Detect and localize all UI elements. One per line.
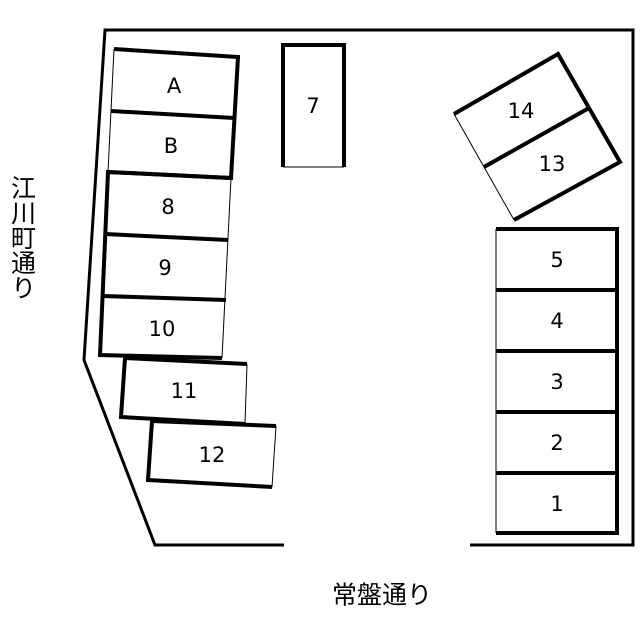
stall-label-9: 9 [158, 256, 171, 280]
boundary-outline [82, 28, 635, 547]
right-stalls-outline [496, 227, 619, 535]
stall-label-b: B [164, 134, 178, 158]
stall-label-13: 13 [539, 152, 566, 176]
stall-12-outline [145, 418, 277, 489]
stall-7-outline [281, 43, 346, 167]
stall-label-a: A [167, 74, 182, 98]
stall-divider-b8 [107, 170, 232, 180]
stall-label-10: 10 [149, 317, 176, 341]
stall-divider-ab [110, 109, 235, 120]
stall-labels: A B 8 9 10 11 12 7 14 13 5 4 3 2 1 [149, 74, 566, 516]
stall-open-edge-ab [107, 48, 115, 173]
stall-label-1: 1 [550, 492, 563, 516]
stall-divider-89 [104, 232, 229, 242]
stall-11-open-edge [244, 363, 248, 425]
stall-divider-1413 [483, 106, 590, 169]
stall-divider-910 [102, 294, 227, 302]
stall-label-4: 4 [550, 309, 563, 333]
street-label-south: 常盤通り [332, 581, 432, 610]
street-label-west: 江川町通り [8, 175, 37, 300]
stall-label-14: 14 [508, 99, 535, 123]
stall-label-5: 5 [550, 248, 563, 272]
stall-7 [281, 43, 346, 168]
stall-label-2: 2 [550, 431, 563, 455]
right-stall-column [495, 227, 619, 535]
stall-open-edge-810 [221, 177, 232, 359]
angled-stalls-open-edge [453, 113, 515, 221]
left-stall-column [97, 47, 277, 489]
stall-label-7: 7 [306, 94, 319, 118]
lot-boundary [82, 28, 635, 547]
stall-12-open-edge [271, 425, 277, 488]
stall-label-12: 12 [199, 443, 226, 467]
stall-label-11: 11 [171, 379, 198, 403]
stall-label-8: 8 [161, 195, 174, 219]
angled-stalls [453, 51, 623, 222]
stall-label-3: 3 [550, 370, 563, 394]
